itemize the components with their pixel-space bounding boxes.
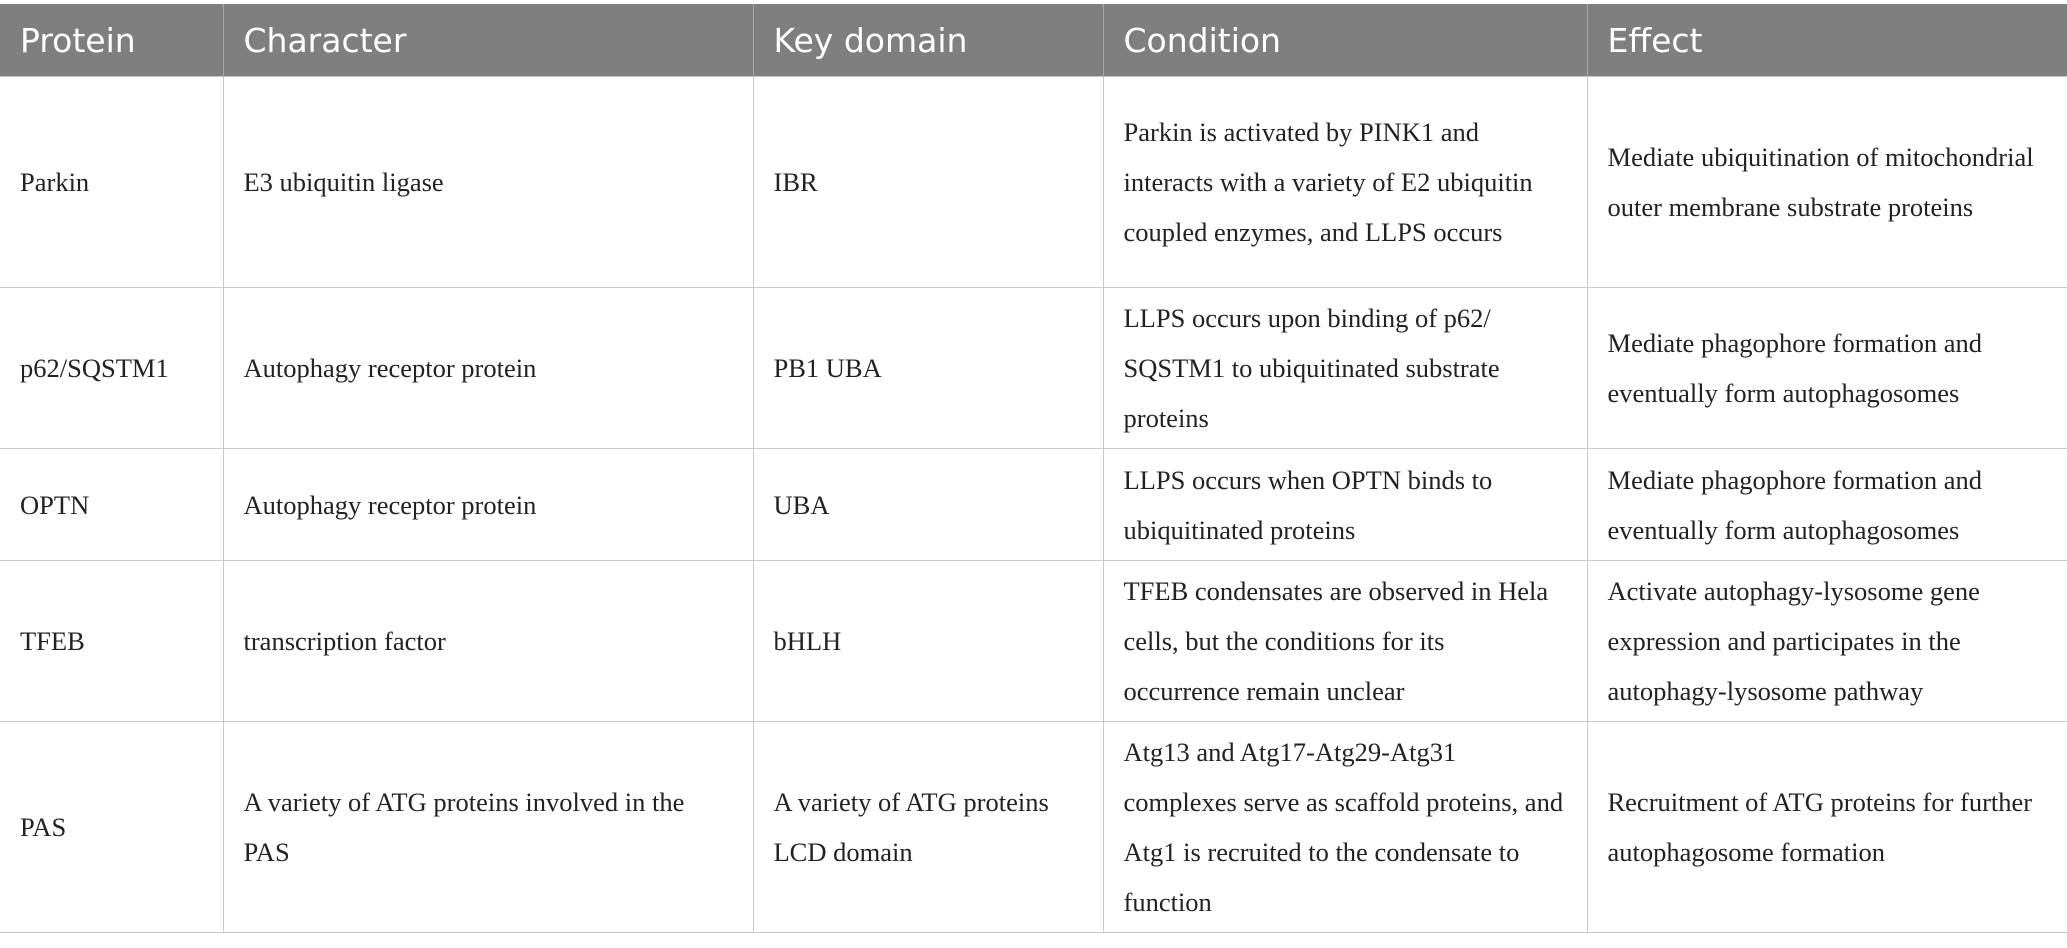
cell-effect: Mediate phagophore formation and eventua… — [1586, 448, 2067, 561]
header-effect: Effect — [1586, 0, 2067, 77]
cell-protein: TFEB — [0, 560, 224, 722]
header-row: Protein Character Key domain Condition E… — [0, 0, 2067, 77]
cell-condition: Atg13 and Atg17-Atg29-Atg31 complexes se… — [1102, 721, 1588, 933]
table-row: p62/SQSTM1 Autophagy receptor protein PB… — [0, 287, 2067, 449]
cell-character: transcription factor — [222, 560, 754, 722]
cell-character: A variety of ATG proteins involved in th… — [222, 721, 754, 933]
cell-key-domain: IBR — [752, 76, 1104, 288]
cell-condition: Parkin is activated by PINK1 and interac… — [1102, 76, 1588, 288]
cell-protein: OPTN — [0, 448, 224, 561]
cell-key-domain: PB1 UBA — [752, 287, 1104, 449]
cell-condition: LLPS occurs when OPTN binds to ubiquitin… — [1102, 448, 1588, 561]
table-row: TFEB transcription factor bHLH TFEB cond… — [0, 560, 2067, 722]
header-condition: Condition — [1102, 0, 1587, 77]
header-character: Character — [222, 0, 753, 77]
cell-character: Autophagy receptor protein — [222, 287, 754, 449]
cell-key-domain: bHLH — [752, 560, 1104, 722]
cell-effect: Recruitment of ATG proteins for further … — [1586, 721, 2067, 933]
cell-key-domain: A variety of ATG proteins LCD domain — [752, 721, 1104, 933]
table-row: PAS A variety of ATG proteins involved i… — [0, 721, 2067, 933]
cell-protein: Parkin — [0, 76, 224, 288]
table-row: OPTN Autophagy receptor protein UBA LLPS… — [0, 448, 2067, 561]
cell-protein: PAS — [0, 721, 224, 933]
header-key-domain: Key domain — [752, 0, 1103, 77]
cell-effect: Mediate ubiquitination of mitochondrial … — [1586, 76, 2067, 288]
table-row: Parkin E3 ubiquitin ligase IBR Parkin is… — [0, 76, 2067, 288]
table-body: Parkin E3 ubiquitin ligase IBR Parkin is… — [0, 76, 2067, 933]
cell-condition: LLPS occurs upon binding of p62/ SQSTM1 … — [1102, 287, 1588, 449]
cell-character: Autophagy receptor protein — [222, 448, 754, 561]
cell-key-domain: UBA — [752, 448, 1104, 561]
cell-effect: Mediate phagophore formation and eventua… — [1586, 287, 2067, 449]
table-header: Protein Character Key domain Condition E… — [0, 0, 2067, 77]
cell-protein: p62/SQSTM1 — [0, 287, 224, 449]
cell-effect: Activate autophagy-lysosome gene express… — [1586, 560, 2067, 722]
header-protein: Protein — [0, 0, 223, 77]
cell-character: E3 ubiquitin ligase — [222, 76, 754, 288]
cell-condition: TFEB condensates are observed in Hela ce… — [1102, 560, 1588, 722]
